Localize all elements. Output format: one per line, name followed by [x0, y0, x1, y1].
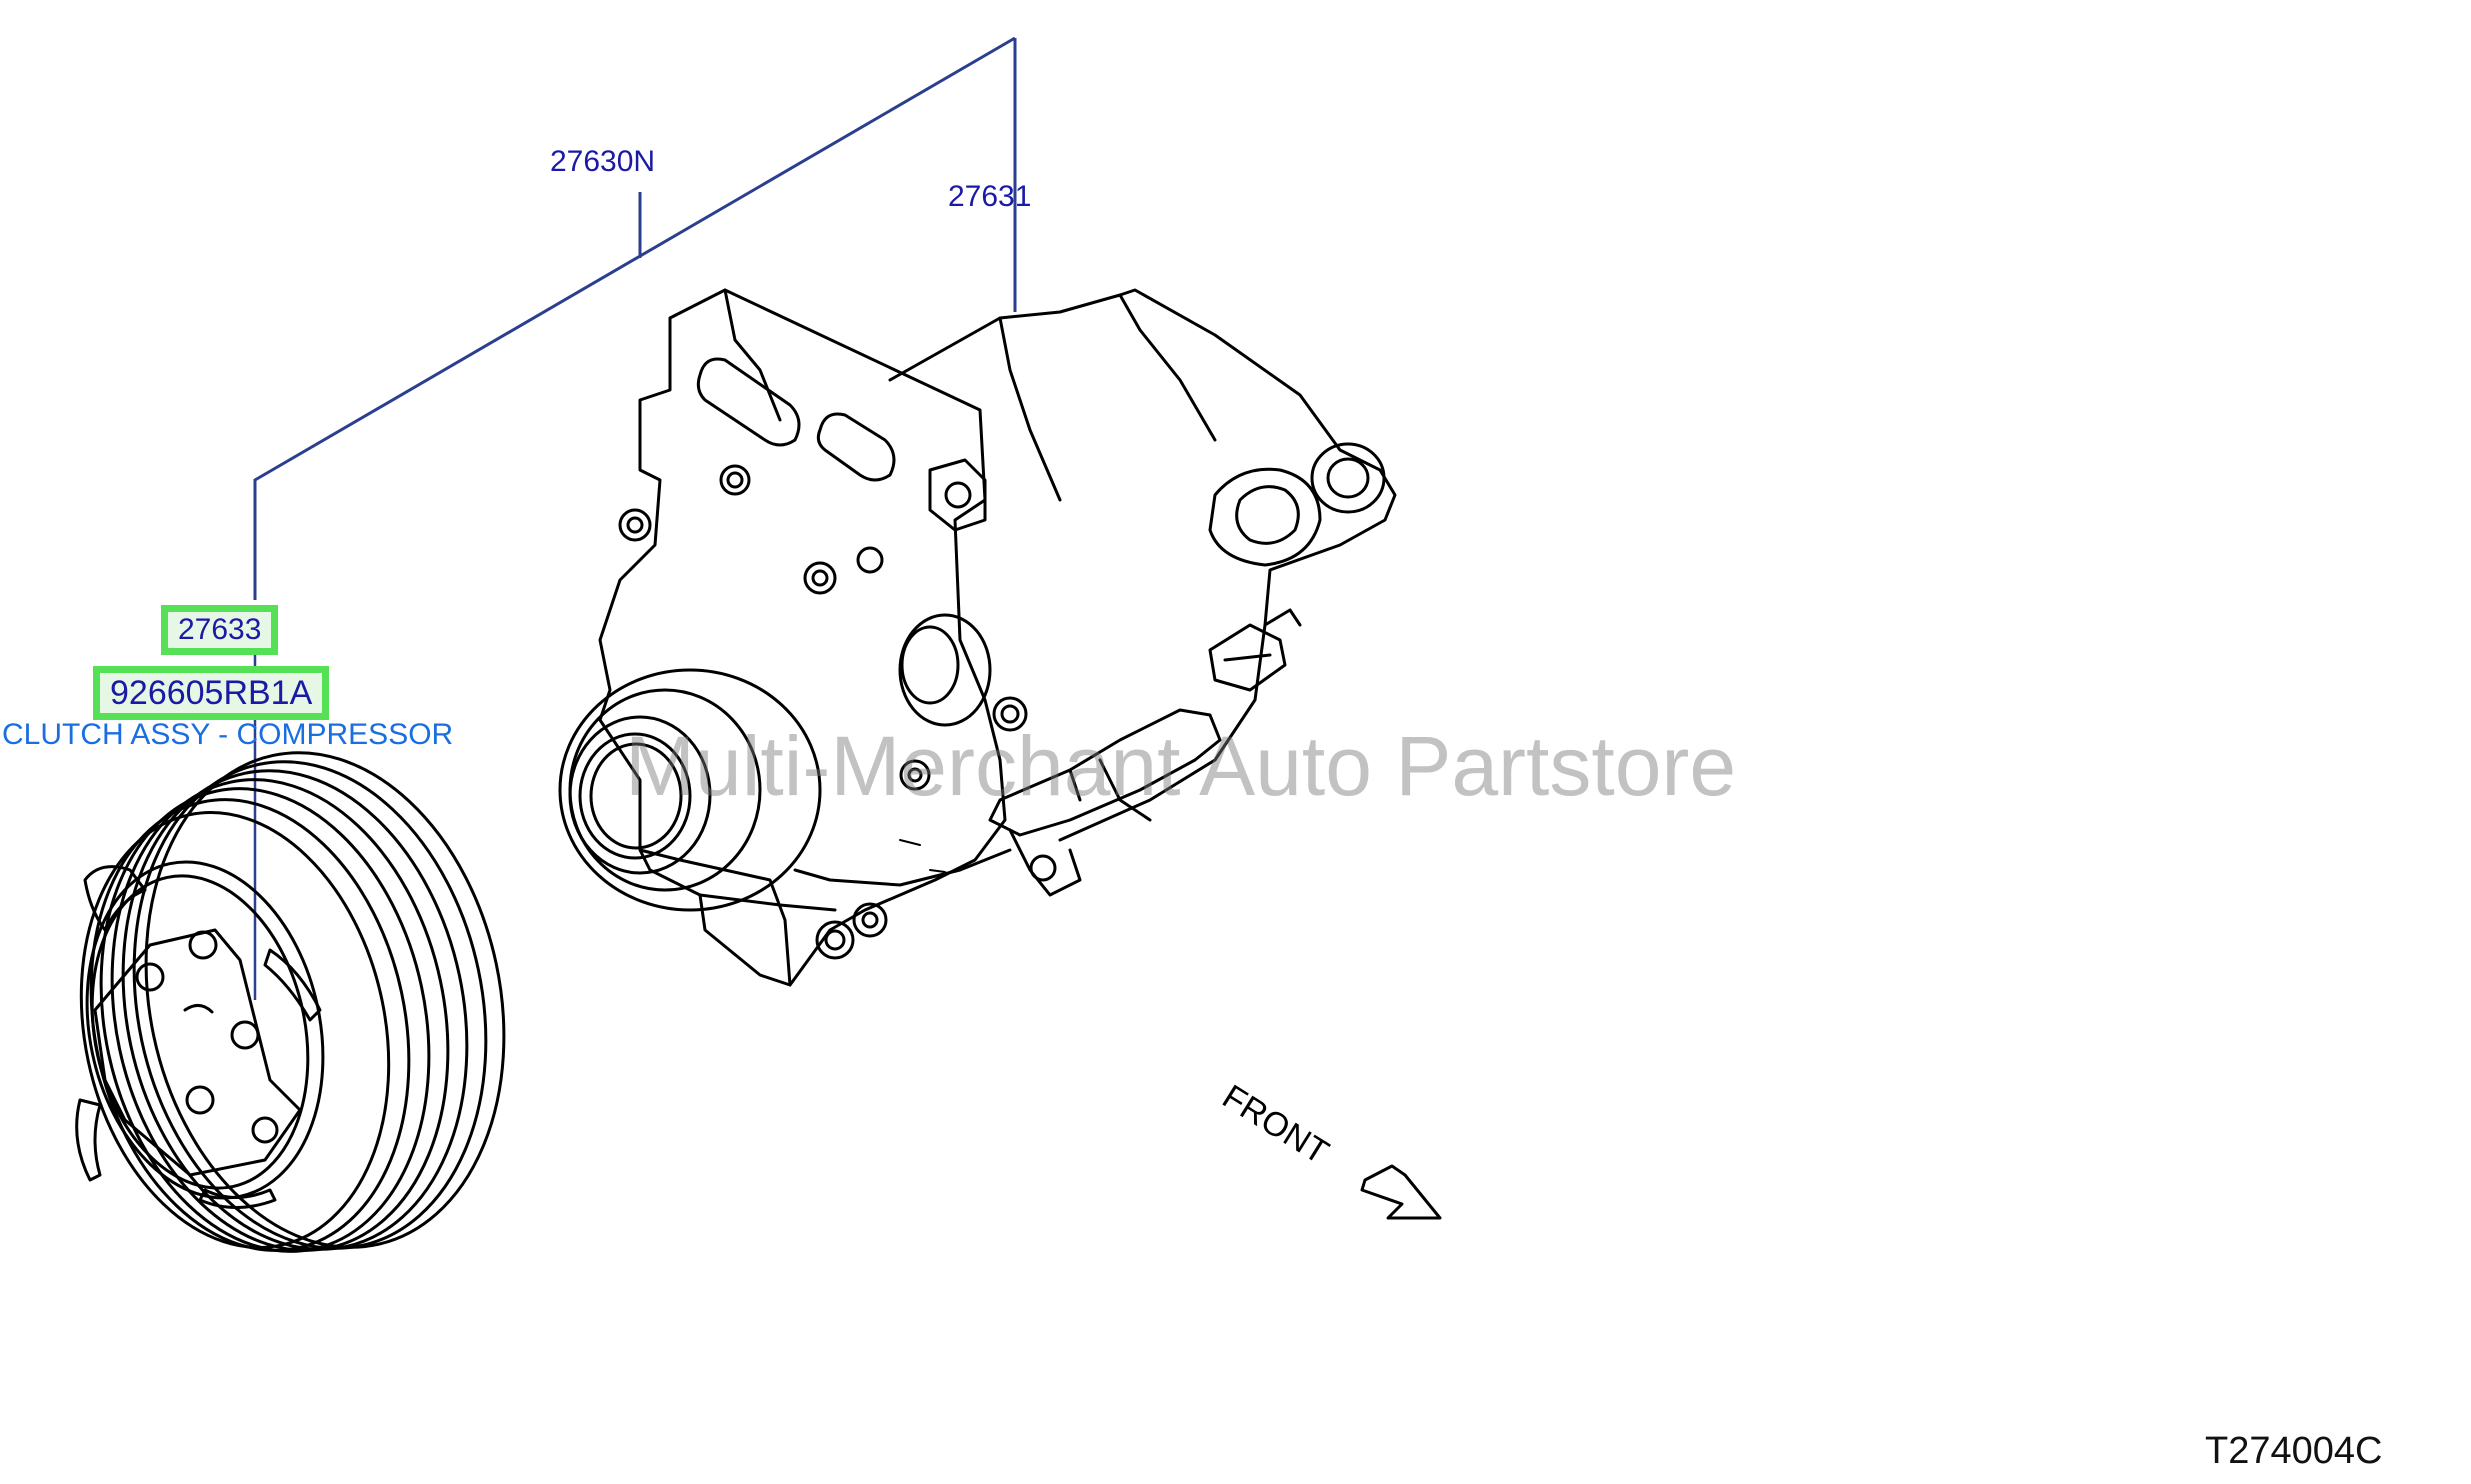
part-description: CLUTCH ASSY - COMPRESSOR: [2, 718, 454, 751]
watermark: Multi-Merchant Auto Partstore: [625, 719, 1737, 813]
diagram-code: T274004C: [2205, 1430, 2383, 1472]
front-arrow-icon: [1360, 1164, 1442, 1220]
front-label: FRONT: [1216, 1078, 1335, 1172]
callout-compressor[interactable]: 27631: [948, 180, 1032, 213]
compressor-drawing: [558, 288, 1397, 987]
callout-assembly[interactable]: 27630N: [550, 145, 656, 178]
callout-clutch[interactable]: 27633: [161, 605, 279, 655]
clutch-drawing: [75, 751, 506, 1253]
leader-line-assembly: [253, 36, 1016, 600]
part-number-clutch[interactable]: 926605RB1A: [93, 666, 330, 720]
